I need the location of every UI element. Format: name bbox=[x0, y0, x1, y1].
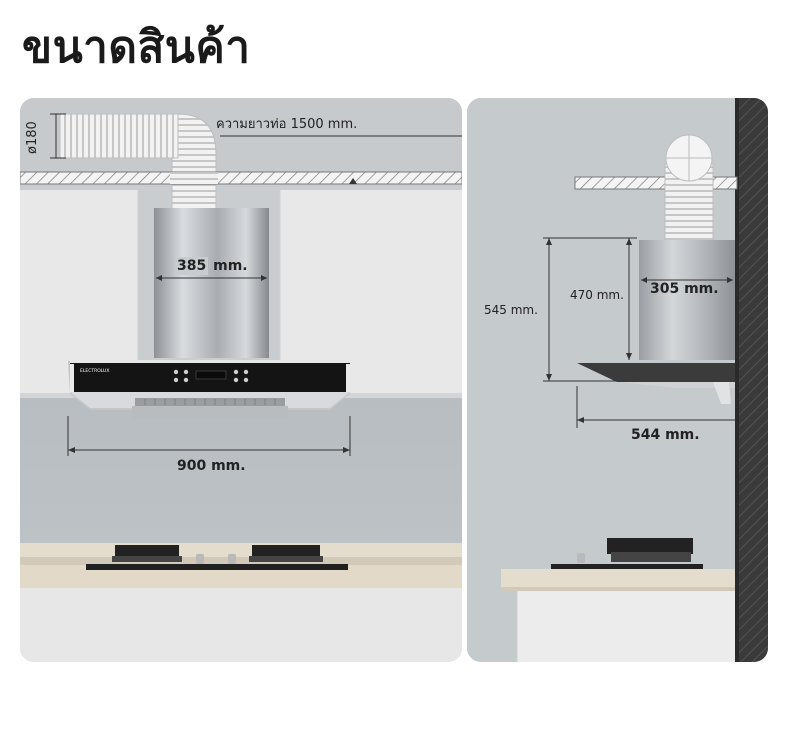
side-view-panel: 545 mm. 470 mm. 305 mm. 544 mm. bbox=[467, 98, 768, 662]
chimney-width-unit: mm. bbox=[213, 258, 248, 274]
chimney-depth-label: 305 mm. bbox=[650, 281, 719, 297]
chimney-width-label: 385 mm. bbox=[175, 257, 248, 275]
chimney-width-value: 385 bbox=[175, 257, 209, 275]
chimney-height-label: 470 mm. bbox=[570, 288, 624, 302]
page-title: ขนาดสินค้า bbox=[22, 22, 251, 73]
brand-logo: ELECTROLUX bbox=[80, 369, 110, 374]
front-view-panel: ความยาวท่อ 1500 mm. ø180 385 mm. 900 mm.… bbox=[20, 98, 462, 662]
total-height-label: 545 mm. bbox=[484, 303, 538, 317]
duct-length-label: ความยาวท่อ 1500 mm. bbox=[216, 117, 358, 132]
side-view-illustration bbox=[467, 98, 768, 662]
front-view-illustration bbox=[20, 98, 462, 662]
hood-width-label: 900 mm. bbox=[177, 458, 246, 474]
hood-depth-label: 544 mm. bbox=[631, 427, 700, 443]
duct-diameter-label: ø180 bbox=[25, 121, 40, 154]
